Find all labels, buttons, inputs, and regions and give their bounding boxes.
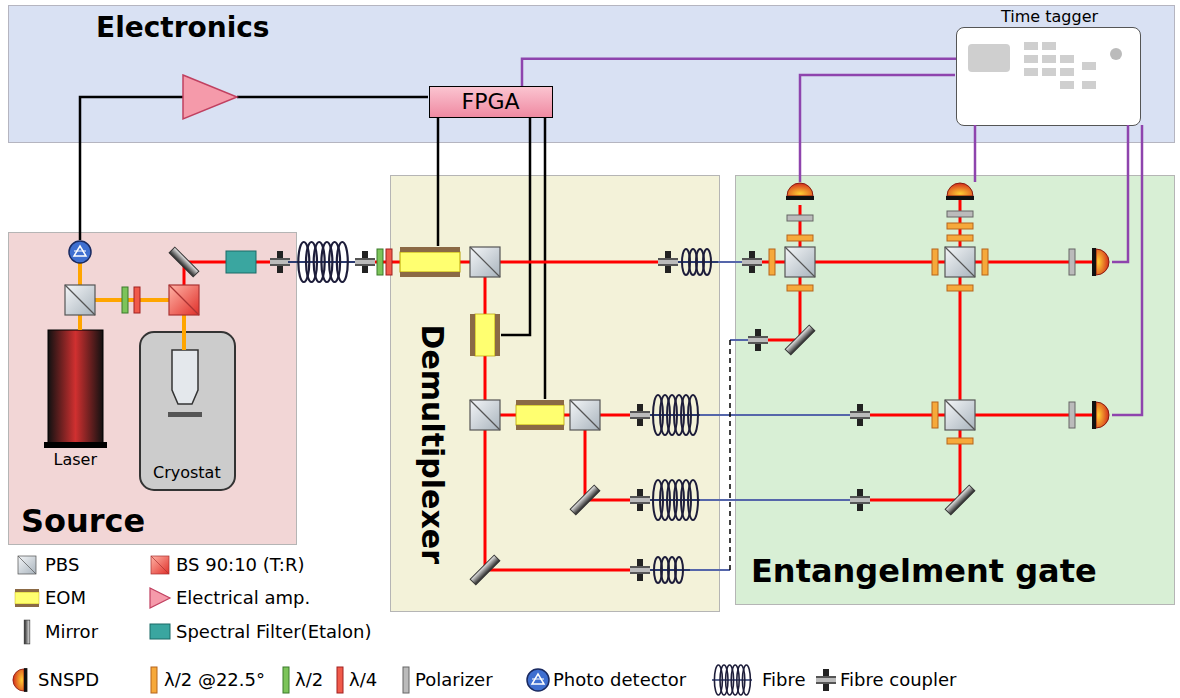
legend-label: Polarizer bbox=[415, 670, 493, 691]
fpga-box: FPGA bbox=[429, 86, 553, 118]
legend-label: λ/2 @22.5° bbox=[164, 670, 265, 691]
legend-label: λ/2 bbox=[295, 670, 323, 691]
electronics-band: Time taggerFPGA Electronics bbox=[8, 5, 1175, 143]
node-label: Time tagger bbox=[1001, 8, 1098, 26]
node-label: Electronics bbox=[96, 12, 270, 44]
legend-label: λ/4 bbox=[349, 670, 377, 691]
laser-label: Laser bbox=[54, 451, 97, 469]
node-label: Source bbox=[21, 503, 145, 540]
legend-label: Electrical amp. bbox=[176, 588, 310, 609]
node-label: Entangelment gate bbox=[751, 553, 1097, 590]
legend-label: EOM bbox=[45, 588, 86, 609]
signal-wire bbox=[522, 59, 956, 86]
legend-label: PBS bbox=[45, 555, 79, 576]
node-label: FPGA bbox=[462, 89, 520, 114]
legend-label: Photo detector bbox=[553, 670, 686, 691]
node-label: Demultiplexer bbox=[414, 324, 449, 563]
legend-label: Fibre coupler bbox=[840, 670, 957, 691]
legend-label: Fibre bbox=[762, 670, 806, 691]
legend-label: Spectral Filter(Etalon) bbox=[176, 622, 372, 643]
demultiplexer-region: Demultiplexer bbox=[390, 175, 720, 612]
time-tagger-device: Time tagger bbox=[956, 27, 1141, 126]
legend-label: SNSPD bbox=[38, 670, 99, 691]
legend-label: BS 90:10 (T:R) bbox=[176, 555, 304, 576]
cryostat-label: Cryostat bbox=[153, 464, 221, 482]
legend-label: Mirror bbox=[45, 622, 98, 643]
